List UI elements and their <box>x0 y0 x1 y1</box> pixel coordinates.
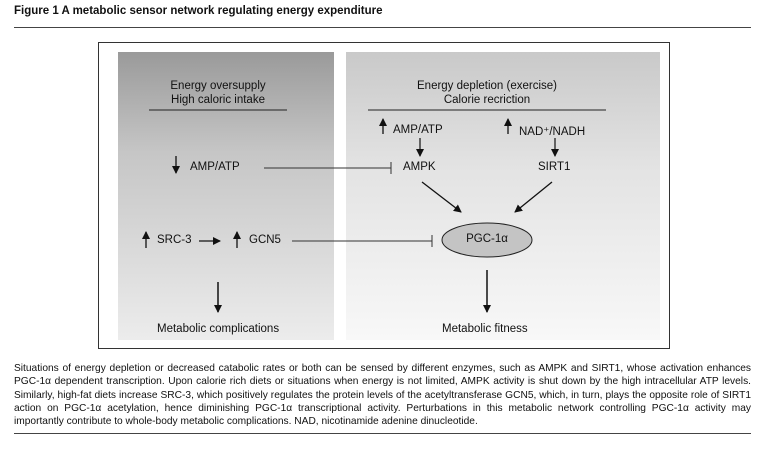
nad-nadh-label: NAD⁺/NADH <box>519 126 586 138</box>
left-amp-atp-label: AMP/ATP <box>190 161 240 173</box>
ampk-to-pgc1a-arrow-icon <box>421 181 462 213</box>
left-heading-line1: Energy oversupply <box>170 80 266 92</box>
figure-caption: Situations of energy depletion or decrea… <box>14 362 751 428</box>
top-rule <box>14 27 751 28</box>
bottom-rule <box>14 433 751 434</box>
gcn5-label: GCN5 <box>249 234 281 246</box>
caption-text: Situations of energy depletion or decrea… <box>14 363 751 428</box>
metabolic-complications-label: Metabolic complications <box>157 323 280 335</box>
metabolic-fitness-label: Metabolic fitness <box>442 323 528 335</box>
right-heading-line1: Energy depletion (exercise) <box>417 80 557 92</box>
right-panel-background <box>346 52 660 340</box>
left-heading-line2: High caloric intake <box>171 94 265 106</box>
figure-title: Figure 1 A metabolic sensor network regu… <box>14 5 383 17</box>
sirt1-label: SIRT1 <box>538 161 571 173</box>
sirt1-to-pgc1a-arrow-icon <box>514 181 553 213</box>
left-panel-background <box>118 52 334 340</box>
right-heading-line2: Calorie recriction <box>443 94 531 106</box>
pgc1a-node <box>441 222 533 258</box>
right-amp-atp-label: AMP/ATP <box>393 124 443 136</box>
src3-label: SRC-3 <box>157 234 192 246</box>
pgc1a-label: PGC-1α <box>466 233 508 245</box>
ampk-label: AMPK <box>403 161 436 173</box>
